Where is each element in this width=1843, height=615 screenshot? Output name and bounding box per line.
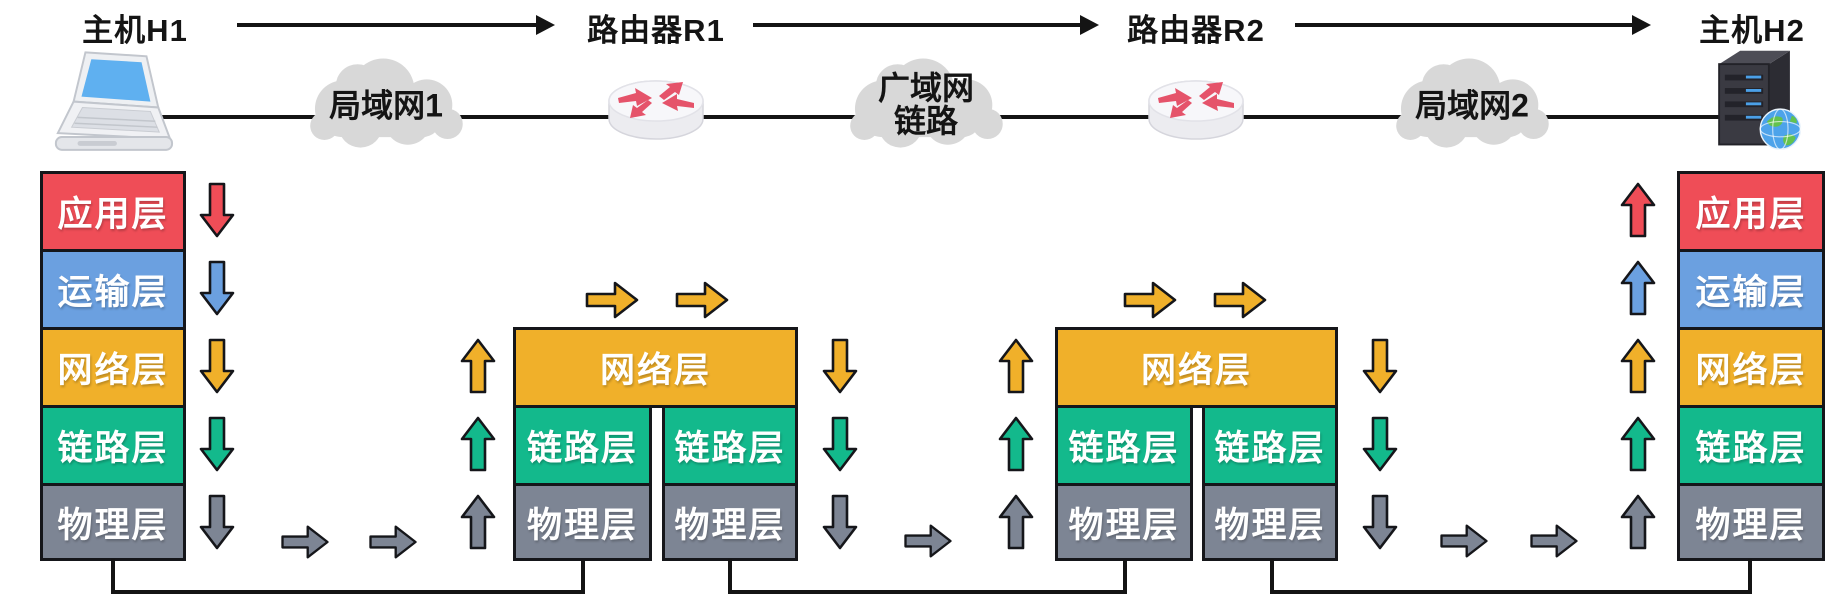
phys-arrow-h1-r1-1 <box>279 524 331 560</box>
h1-down-arrow-network <box>199 338 235 394</box>
host2-layer-network: 网络层 <box>1677 327 1825 408</box>
r2-down-arrow-physical <box>1362 494 1398 550</box>
host2-layer-link: 链路层 <box>1677 405 1825 486</box>
h2-up-arrow-link <box>1620 416 1656 472</box>
cloud-wan-label-line1: 广域网 <box>877 69 975 106</box>
r1-up-arrow-network <box>460 338 496 394</box>
phys-arrow-r2-h2-1 <box>1438 523 1490 559</box>
router1-layer-network: 网络层 <box>513 327 798 408</box>
cloud-lan1: 局域网1 <box>296 50 476 163</box>
phys-arrow-r2-h2-2 <box>1528 523 1580 559</box>
cloud-wan: 广域网 链路 <box>836 46 1016 167</box>
phys-arrow-r1-r2 <box>902 523 954 559</box>
r2-down-arrow-link <box>1362 416 1398 472</box>
label-host-h2: 主机H2 <box>1699 13 1805 48</box>
network-cloud-icon <box>850 58 1003 148</box>
h1-down-arrow-physical <box>199 494 235 550</box>
r2-up-arrow-link <box>998 416 1034 472</box>
h2-up-arrow-transport <box>1620 260 1656 316</box>
router2-layer-physical-left: 物理层 <box>1055 483 1193 561</box>
h1-down-arrow-link <box>199 416 235 472</box>
host1-layer-link: 链路层 <box>40 405 186 486</box>
r2-forward-arrow-2 <box>1213 280 1267 320</box>
r1-forward-arrow-1 <box>585 280 639 320</box>
r2-up-arrow-network <box>998 338 1034 394</box>
router1-layer-physical-right: 物理层 <box>662 483 798 561</box>
host1-layer-network: 网络层 <box>40 327 186 408</box>
medium-line-1-right-rise <box>581 560 585 594</box>
router2-layer-network: 网络层 <box>1055 327 1338 408</box>
host2-layer-application: 应用层 <box>1677 171 1825 252</box>
r1-down-arrow-link <box>822 416 858 472</box>
r1-forward-arrow-2 <box>675 280 729 320</box>
cloud-lan1-label: 局域网1 <box>329 87 443 124</box>
router1-layer-physical-left: 物理层 <box>513 483 652 561</box>
medium-line-2-right-rise <box>1123 560 1127 594</box>
network-cloud-icon <box>310 58 463 148</box>
router2-layer-physical-right: 物理层 <box>1202 483 1338 561</box>
host1-layer-physical: 物理层 <box>40 483 186 561</box>
medium-line-3-left-drop <box>1270 559 1274 594</box>
server-icon <box>1718 50 1802 150</box>
medium-line-2-left-drop <box>728 559 732 594</box>
medium-line-1-horizontal <box>111 590 585 594</box>
label-router-r1: 路由器R1 <box>587 13 725 48</box>
laptop-icon <box>54 51 174 151</box>
cloud-wan-label-line2: 链路 <box>893 103 959 140</box>
host2-layer-physical: 物理层 <box>1677 483 1825 561</box>
cloud-lan2-label: 局域网2 <box>1415 87 1529 124</box>
flow-arrow-h1-to-r1 <box>237 15 555 35</box>
router2-layer-link-left: 链路层 <box>1055 405 1193 486</box>
medium-line-2-horizontal <box>728 590 1127 594</box>
flow-arrow-r2-to-h2 <box>1295 15 1651 35</box>
r1-down-arrow-physical <box>822 494 858 550</box>
phys-arrow-h1-r1-2 <box>367 524 419 560</box>
router2-icon <box>1148 80 1244 140</box>
host2-layer-transport: 运输层 <box>1677 249 1825 330</box>
label-router-r2: 路由器R2 <box>1127 13 1265 48</box>
r2-down-arrow-network <box>1362 338 1398 394</box>
flow-arrow-r1-to-r2 <box>753 15 1099 35</box>
r1-up-arrow-link <box>460 416 496 472</box>
h1-down-arrow-transport <box>199 260 235 316</box>
router1-layer-link-right: 链路层 <box>662 405 798 486</box>
medium-line-3-right-rise <box>1748 559 1752 594</box>
network-cloud-icon <box>1396 58 1549 148</box>
h2-up-arrow-network <box>1620 338 1656 394</box>
r2-up-arrow-physical <box>998 494 1034 550</box>
host1-layer-transport: 运输层 <box>40 249 186 330</box>
cloud-lan2: 局域网2 <box>1382 50 1562 163</box>
medium-line-1-left-drop <box>111 559 115 594</box>
h2-up-arrow-application <box>1620 182 1656 238</box>
h1-down-arrow-application <box>199 182 235 238</box>
label-host-h1: 主机H1 <box>82 13 188 48</box>
r1-up-arrow-physical <box>460 494 496 550</box>
medium-line-3-horizontal <box>1270 590 1752 594</box>
h2-up-arrow-physical <box>1620 494 1656 550</box>
r2-forward-arrow-1 <box>1123 280 1177 320</box>
host1-layer-application: 应用层 <box>40 171 186 252</box>
r1-down-arrow-network <box>822 338 858 394</box>
router1-icon <box>608 80 704 140</box>
router1-layer-link-left: 链路层 <box>513 405 652 486</box>
cloud-wan-label: 广域网 链路 <box>877 69 975 140</box>
router2-layer-link-right: 链路层 <box>1202 405 1338 486</box>
